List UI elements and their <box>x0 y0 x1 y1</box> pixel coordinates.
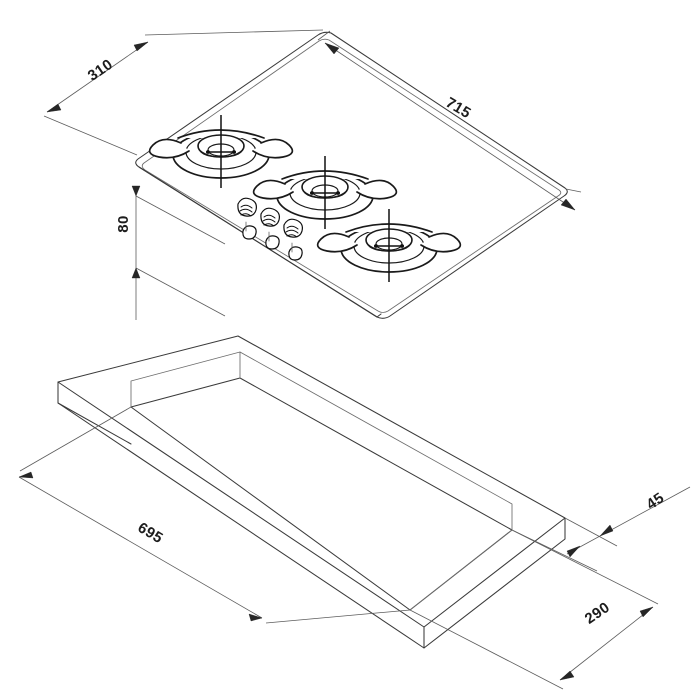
worktop-cutout-inner-wall <box>130 351 241 408</box>
dimension-715-label: 715 <box>443 94 474 122</box>
dimension-80: 80 <box>115 185 226 320</box>
hob-plate-group <box>135 31 568 319</box>
dimension-695-label: 695 <box>135 519 166 547</box>
burner-middle <box>252 156 398 229</box>
worktop-slab-group <box>57 335 566 649</box>
worktop-cutout-inner-wall-right <box>239 351 513 531</box>
hob-plate-top-face <box>135 31 568 319</box>
worktop-top-face <box>57 335 566 628</box>
worktop-front-thickness <box>57 402 566 649</box>
dimension-45: 45 <box>511 486 691 572</box>
dimension-310-label: 310 <box>85 56 116 85</box>
dimension-290-label: 290 <box>582 599 613 628</box>
hob-plate-rim-line <box>141 38 562 313</box>
control-knob-1[interactable] <box>237 197 257 240</box>
dimension-45-label: 45 <box>643 489 667 513</box>
control-knob-3[interactable] <box>283 218 303 261</box>
hob-plate-front-edge-face <box>138 166 382 318</box>
control-knob-2[interactable] <box>260 207 280 250</box>
worktop-cutout-ledge <box>409 529 513 611</box>
dimension-695: 695 <box>18 406 411 624</box>
burner-rear-left <box>148 115 294 188</box>
burner-front-right <box>316 209 462 282</box>
dimension-80-label: 80 <box>115 215 132 233</box>
